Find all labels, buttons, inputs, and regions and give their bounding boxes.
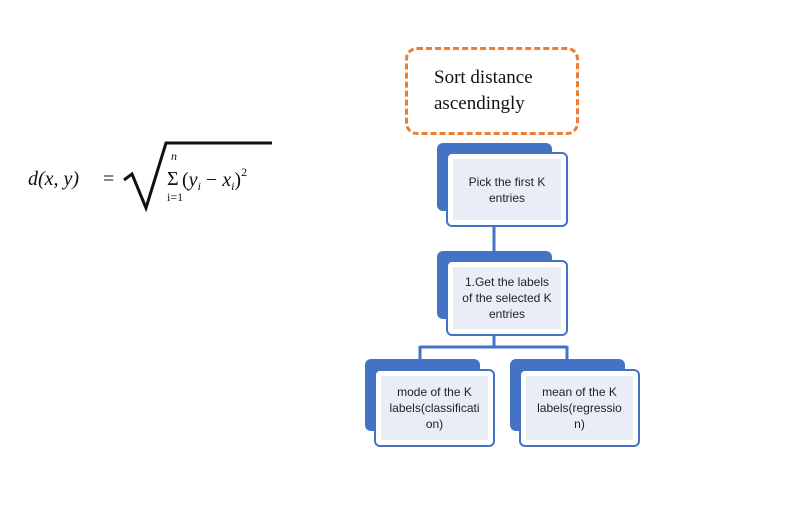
distance-formula: d(x, y) = n Σ i=1 (yi − xi)2 bbox=[28, 141, 272, 213]
radical-sign bbox=[123, 141, 272, 213]
formula-term: (yi − xi)2 bbox=[182, 165, 247, 193]
term-y: y bbox=[187, 169, 198, 191]
sum-upper-limit: n bbox=[171, 149, 177, 163]
get-labels-box: 1.Get the labels of the selected K entri… bbox=[446, 260, 568, 336]
sum-lower-limit: i=1 bbox=[167, 190, 183, 204]
term-sub-i1: i bbox=[198, 179, 201, 193]
sort-distance-label: Sort distance ascendingly bbox=[434, 67, 533, 114]
term-x: x bbox=[221, 169, 231, 191]
mean-box: mean of the K labels(regressio n) bbox=[519, 369, 640, 447]
get-labels-label: 1.Get the labels of the selected K entri… bbox=[453, 267, 561, 329]
mode-label: mode of the K labels(classificati on) bbox=[381, 376, 488, 440]
formula-lhs: d(x, y) bbox=[28, 168, 79, 190]
term-minus: − bbox=[201, 169, 222, 191]
term-close-paren: ) bbox=[234, 169, 241, 191]
pick-first-k-box: Pick the first K entries bbox=[446, 152, 568, 227]
term-sub-i2: i bbox=[231, 179, 234, 193]
sort-distance-box: Sort distance ascendingly bbox=[405, 47, 579, 135]
term-open-paren: ( bbox=[182, 169, 189, 191]
mode-box: mode of the K labels(classificati on) bbox=[374, 369, 495, 447]
pick-first-k-label: Pick the first K entries bbox=[453, 159, 561, 220]
formula-equals: = bbox=[103, 168, 114, 190]
sum-symbol: Σ bbox=[167, 168, 179, 190]
term-exponent: 2 bbox=[241, 165, 247, 179]
mean-label: mean of the K labels(regressio n) bbox=[526, 376, 633, 440]
